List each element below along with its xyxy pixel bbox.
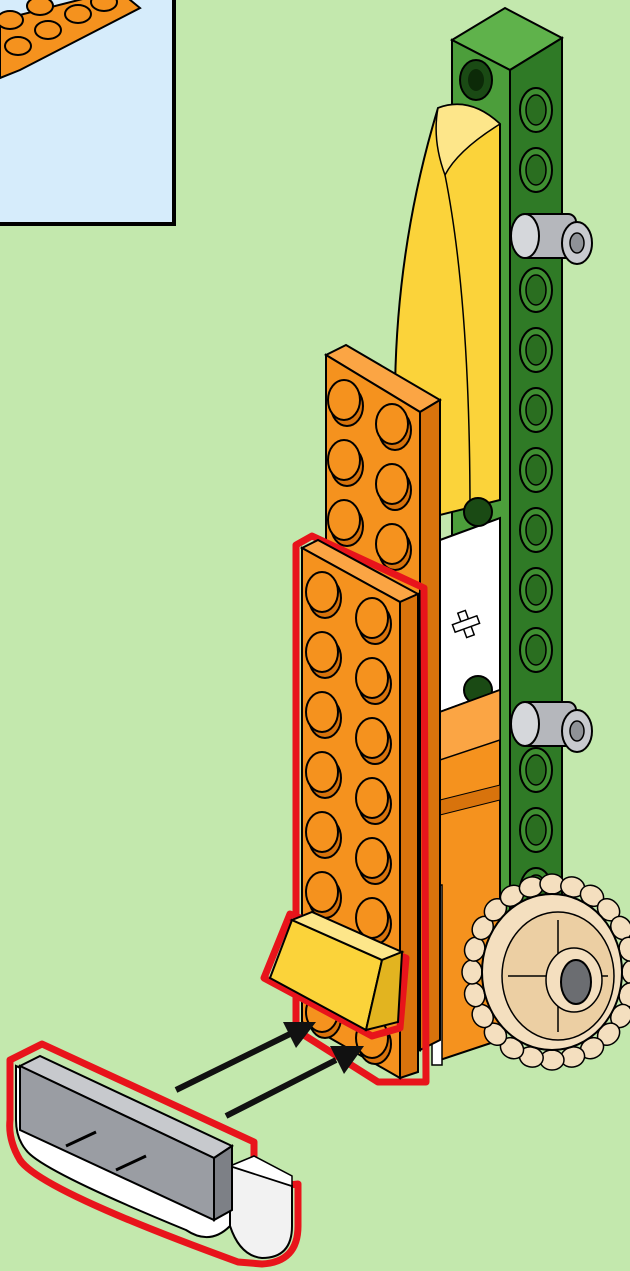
pin-upper xyxy=(511,214,592,264)
pin-lower xyxy=(511,702,592,752)
beam-hole xyxy=(520,88,552,132)
beam-hole xyxy=(520,508,552,552)
beam-hole xyxy=(520,448,552,492)
beam-hole xyxy=(520,808,552,852)
beam-hole xyxy=(520,328,552,372)
white-curved-tile-with-gray-top xyxy=(10,1044,298,1264)
beam-hole xyxy=(520,268,552,312)
beam-hole xyxy=(520,628,552,672)
beam-hole xyxy=(520,148,552,192)
beam-hole xyxy=(520,748,552,792)
beam-hole xyxy=(520,568,552,612)
tan-gear xyxy=(462,874,630,1070)
previous-step-inset xyxy=(0,0,174,224)
beam-hole xyxy=(520,388,552,432)
